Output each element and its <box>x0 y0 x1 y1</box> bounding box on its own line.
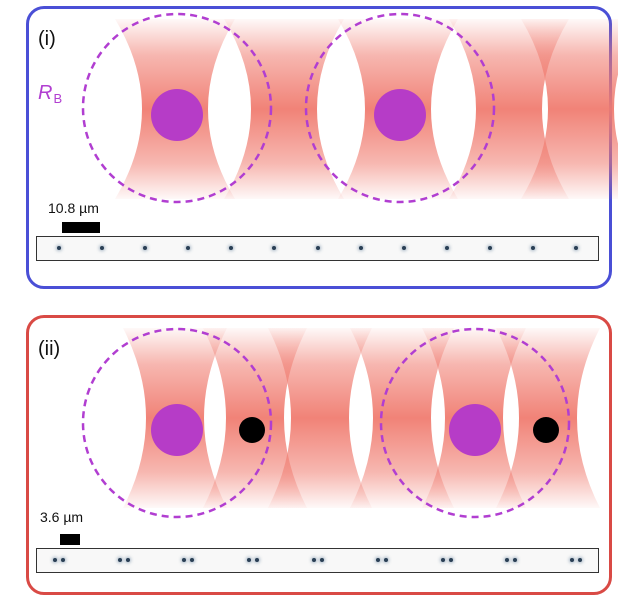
imaged-atom-dot <box>125 558 130 562</box>
panel-ii-scale-label: 3.6 µm <box>40 509 84 525</box>
ground-state-atom <box>239 417 265 443</box>
panel-ii-label: (ii) <box>38 338 61 360</box>
panel-i-atom-image <box>36 236 599 261</box>
imaged-atom-dot <box>384 558 389 562</box>
imaged-atom-dot <box>57 246 61 250</box>
imaged-atom-dot <box>190 558 195 562</box>
imaged-atom-dot <box>311 558 316 562</box>
panel-ii-atom-image <box>36 548 599 573</box>
imaged-atom-dot <box>570 558 574 562</box>
rydberg-atom <box>374 89 426 141</box>
imaged-atom-dot <box>513 558 518 562</box>
imaged-atom-dot <box>401 246 406 250</box>
tweezer-beam <box>350 328 454 508</box>
blockade-radius-label: RB <box>38 82 62 106</box>
imaged-atom-dot <box>186 246 191 250</box>
imaged-atom-dot <box>143 246 148 250</box>
tweezer-beam <box>268 328 372 508</box>
panel-ii-scale-bar <box>60 534 80 545</box>
imaged-atom-dot <box>578 558 582 562</box>
imaged-atom-dot <box>505 558 510 562</box>
panel-ii-scene <box>81 327 600 519</box>
panel-i-scale-bar <box>62 222 100 233</box>
imaged-atom-dot <box>246 558 251 562</box>
imaged-atom-dot <box>530 246 535 250</box>
rydberg-atom <box>151 89 203 141</box>
imaged-atom-dot <box>100 246 105 250</box>
imaged-atom-dot <box>319 558 324 562</box>
panel-i-scale-label: 10.8 µm <box>48 200 99 216</box>
imaged-atom-dot <box>272 246 277 250</box>
imaged-atom-dot <box>254 558 259 562</box>
blockade-circle <box>304 12 496 204</box>
blockade-circle <box>81 327 273 519</box>
panel-i-scene <box>81 12 618 204</box>
imaged-atom-dot <box>229 246 234 250</box>
imaged-atom-dot <box>376 558 381 562</box>
blockade-circle <box>379 327 571 519</box>
blockade-radius-symbol: R <box>38 82 53 104</box>
blockade-radius-subscript: B <box>53 91 63 106</box>
panel-i-label: (i) <box>38 28 56 50</box>
imaged-atom-dot <box>487 246 492 250</box>
imaged-atom-dot <box>440 558 445 562</box>
imaged-atom-dot <box>448 558 453 562</box>
imaged-atom-dot <box>53 558 57 562</box>
imaged-atom-dot <box>358 246 363 250</box>
imaged-atom-dot <box>117 558 122 562</box>
imaged-atom-dot <box>444 246 449 250</box>
imaged-atom-dot <box>61 558 65 562</box>
panel-ii <box>26 315 612 595</box>
ground-state-atom <box>533 417 559 443</box>
tweezer-beam <box>449 19 569 199</box>
tweezer-beam <box>521 19 618 199</box>
imaged-atom-dot <box>182 558 187 562</box>
imaged-atom-dot <box>315 246 320 250</box>
rydberg-atom <box>449 404 501 456</box>
rydberg-atom <box>151 404 203 456</box>
imaged-atom-dot <box>574 246 578 250</box>
tweezer-beam <box>224 19 344 199</box>
blockade-circle <box>81 12 273 204</box>
